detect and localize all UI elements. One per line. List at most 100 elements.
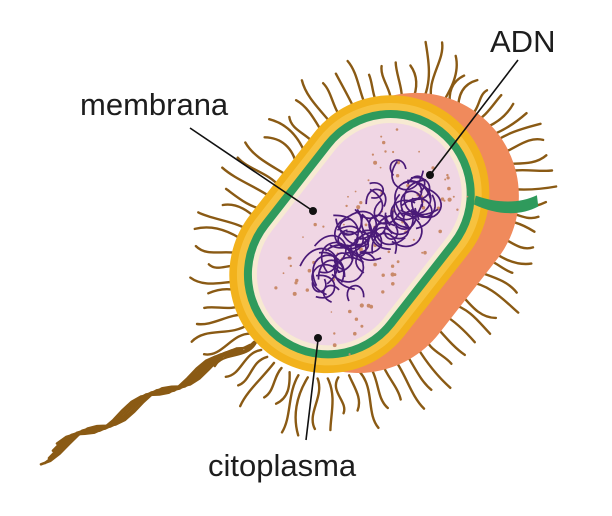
dna-strand [311,263,341,296]
pilus [263,366,283,399]
pilus [221,166,274,200]
flagellum-bundle [39,334,264,466]
granule [330,311,333,313]
granule [456,208,459,211]
granule [412,238,415,241]
dna-strand [346,284,365,302]
granule [302,236,304,238]
dna-strand [393,193,423,221]
granule [390,264,395,268]
pilus [224,348,263,378]
granule [444,178,447,181]
granule [381,273,385,277]
granule [390,272,395,277]
granule [418,150,420,153]
granule [367,179,370,182]
cutaway-notch [473,195,539,214]
leader-line-cytoplasm [305,339,319,441]
pilus [358,371,380,429]
pilus [274,371,291,405]
granule [348,309,352,314]
pilus [311,377,321,431]
granule [381,290,385,294]
dna-strand [331,247,365,283]
granule [421,206,426,210]
granule [431,166,435,170]
granule [354,190,357,193]
pilus [190,323,250,343]
granule [343,223,345,226]
granule [289,264,292,268]
dna-tangle [299,159,442,303]
dna-strand [373,199,401,225]
granule [348,353,351,356]
granule [292,291,297,296]
granule [380,135,383,138]
pilus [369,366,389,410]
pilus [429,41,444,104]
granule [345,204,348,208]
dna-strand [410,176,431,201]
granule [446,176,450,180]
granule [421,251,424,254]
flagellum-strand [43,343,252,465]
granule [384,150,387,153]
granule [382,140,386,145]
granule [396,260,400,264]
pilus [334,376,346,415]
granule [440,197,445,201]
granule [395,174,400,178]
dna-strand [383,225,399,240]
flagellum-strand [39,346,248,466]
pilus [421,40,431,103]
pilus [244,141,290,178]
label-cytoplasm: citoplasma [208,448,357,483]
dna-strand [390,217,410,240]
leader-line-dna [429,59,519,176]
granule [423,250,427,255]
pilus [239,361,276,408]
dna-strand [391,212,423,248]
pilus [237,355,269,387]
dna-strand [348,210,378,240]
granule [395,128,399,131]
dna-strand [369,182,385,199]
granule [313,222,317,227]
granule [305,288,309,292]
granule [274,286,278,290]
pilus [347,374,361,412]
granule [392,150,395,154]
granule [347,195,349,198]
label-membrane: membrana [80,87,229,122]
leader-dot-membrane [309,207,317,215]
dna-strand [354,232,382,261]
pilus [326,377,334,432]
pilus [280,374,300,434]
granule [447,197,452,202]
dna-strand [413,187,442,219]
granule [360,324,364,328]
granule [353,331,357,336]
dna-strand [361,229,383,254]
dna-strand [339,218,355,236]
dna-strand [365,188,387,207]
granule [359,303,364,308]
granule [333,332,336,335]
leader-dot-cytoplasm [314,334,322,342]
dna-strand [322,284,340,303]
granule [446,173,449,177]
granule [452,195,455,198]
dna-strand [394,180,432,218]
granule [387,250,391,254]
granule [359,201,363,205]
dna-strand [390,199,416,229]
granule [364,223,368,227]
dna-strand [391,160,425,191]
granule [373,160,378,165]
dna-strand [355,252,376,274]
granule [369,304,374,309]
granule [354,317,359,321]
leader-dot-dna [426,171,434,179]
dna-strand [360,215,388,238]
granule [373,262,377,267]
